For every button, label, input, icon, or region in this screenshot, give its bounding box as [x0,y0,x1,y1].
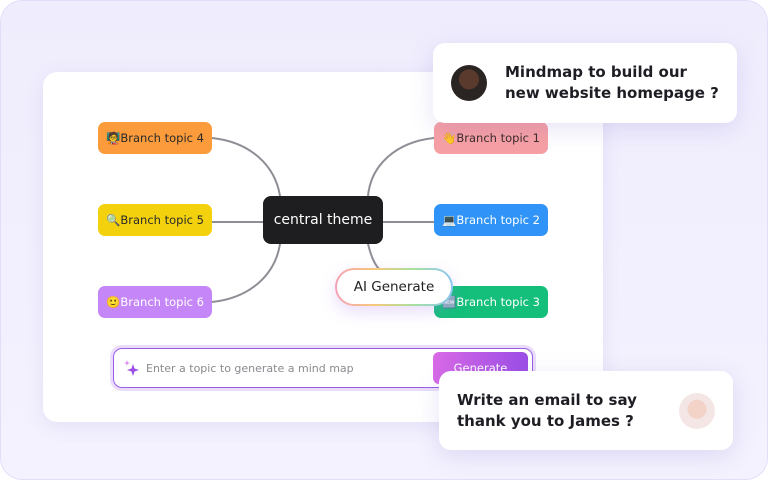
branch-label: Branch topic 1 [456,131,540,145]
branch-topic-4[interactable]: 🧑‍🏫Branch topic 4 [98,122,212,154]
ai-generate-button[interactable]: AI Generate [335,268,453,306]
branch-label: Branch topic 3 [456,295,540,309]
connector-3 [367,243,381,271]
branch-label: Branch topic 5 [120,213,204,227]
branch-topic-6[interactable]: 🙂Branch topic 6 [98,286,212,318]
branch-topic-3[interactable]: 🆕Branch topic 3 [434,286,548,318]
chat-message: Write an email to say thank you to James… [457,390,637,430]
laptop-emoji-icon: 💻 [442,213,457,227]
branch-topic-1[interactable]: 👋Branch topic 1 [434,122,548,154]
branch-label: Branch topic 2 [456,213,540,227]
teacher-emoji-icon: 🧑‍🏫 [106,131,121,145]
chat-message: Mindmap to build our new website homepag… [505,63,719,102]
chat-bubble-email: Write an email to say thank you to James… [439,371,733,450]
branch-topic-2[interactable]: 💻Branch topic 2 [434,204,548,236]
connector-6 [211,243,281,303]
branch-label: Branch topic 4 [120,131,204,145]
chat-bubble-mindmap: Mindmap to build our new website homepag… [433,43,737,123]
central-theme-node[interactable]: central theme [263,196,383,244]
smile-emoji-icon: 🙂 [106,295,121,309]
wave-emoji-icon: 👋 [442,131,457,145]
topic-input-placeholder: Enter a topic to generate a mind map [146,361,354,375]
magnifier-emoji-icon: 🔍 [106,213,121,227]
sparkle-icon [124,360,139,376]
avatar [451,65,487,101]
connector-1 [367,137,435,197]
branch-label: Branch topic 6 [120,295,204,309]
topic-prompt-box: Enter a topic to generate a mind map Gen… [110,345,536,391]
branch-topic-5[interactable]: 🔍Branch topic 5 [98,204,212,236]
connector-4 [211,137,281,197]
avatar [679,392,715,429]
ai-generate-label: AI Generate [337,270,451,304]
